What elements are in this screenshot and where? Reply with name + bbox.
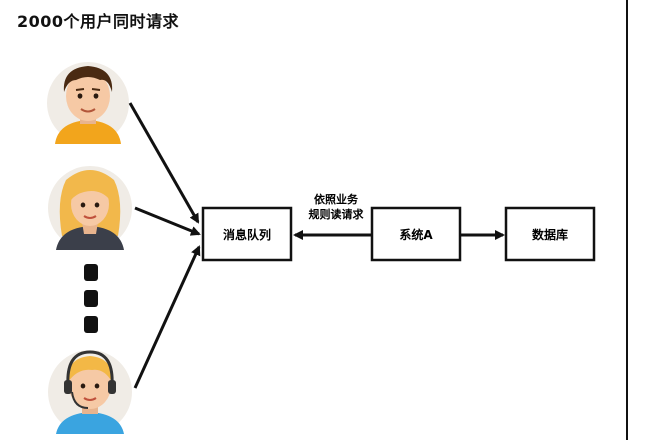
system-a-box xyxy=(370,206,462,262)
database-label: 数据库 xyxy=(532,227,568,242)
system-a-label: 系统A xyxy=(399,227,433,242)
diagram-title: 2000个用户同时请求 xyxy=(16,12,180,31)
right-border-divider xyxy=(626,0,628,440)
vertical-ellipsis-icon xyxy=(84,264,98,333)
edge-label-line1: 依照业务 xyxy=(314,192,359,206)
headset-agent-avatar-icon xyxy=(48,350,132,434)
queue-label: 消息队列 xyxy=(223,227,271,242)
queue-box xyxy=(201,206,293,262)
database-box xyxy=(504,206,596,262)
user3-to-queue-arrow xyxy=(133,245,201,389)
woman-avatar-icon xyxy=(48,166,132,250)
user1-to-queue-arrow xyxy=(128,102,200,224)
edge-label-line2: 规则读请求 xyxy=(309,207,365,221)
user2-to-queue-arrow xyxy=(134,206,201,236)
man-avatar-icon xyxy=(47,62,129,144)
